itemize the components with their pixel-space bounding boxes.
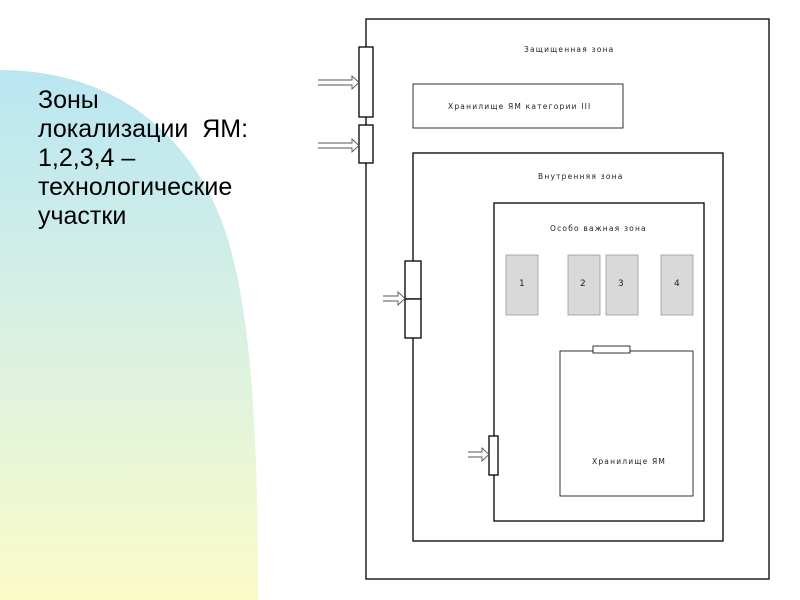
storage-cat3-label: Хранилище ЯМ категории III <box>448 102 591 111</box>
entry-arrow-4 <box>468 446 490 463</box>
inner-zone-frame <box>412 152 724 542</box>
area-4-box <box>660 254 694 316</box>
entry-arrow-1 <box>318 74 360 91</box>
storage-label: Хранилище ЯМ <box>592 457 666 466</box>
inner-zone-label: Внутренняя зона <box>538 172 624 181</box>
checkpoint-3-top <box>404 260 422 300</box>
caption-line-3: 1,2,3,4 – <box>38 144 136 172</box>
area-2-box <box>567 254 601 316</box>
vital-zone-label: Особо важная зона <box>550 224 647 233</box>
vital-zone-frame <box>493 202 705 522</box>
protected-zone-frame <box>365 18 770 580</box>
checkpoint-3-bottom <box>404 298 422 339</box>
storage-cat3-box <box>412 83 624 129</box>
area-4-label: 4 <box>674 279 680 289</box>
area-2-label: 2 <box>580 279 586 289</box>
area-1-box <box>505 254 539 316</box>
caption-line-4: технологические <box>38 173 233 201</box>
checkpoint-1 <box>358 46 374 118</box>
area-3-box <box>605 254 639 316</box>
checkpoint-4 <box>488 435 499 476</box>
caption-line-1: Зоны <box>38 86 99 114</box>
area-1-label: 1 <box>519 279 525 289</box>
storage-door <box>592 345 631 354</box>
caption: Зоны локализации ЯМ: 1,2,3,4 – технологи… <box>38 86 298 231</box>
checkpoint-2 <box>358 124 374 164</box>
entry-arrow-3 <box>383 290 406 307</box>
protected-zone-label: Защищенная зона <box>524 45 614 54</box>
caption-line-5: участки <box>38 202 127 230</box>
entry-arrow-2 <box>318 137 360 154</box>
caption-line-2: локализации ЯМ: <box>38 115 249 143</box>
area-3-label: 3 <box>618 279 624 289</box>
